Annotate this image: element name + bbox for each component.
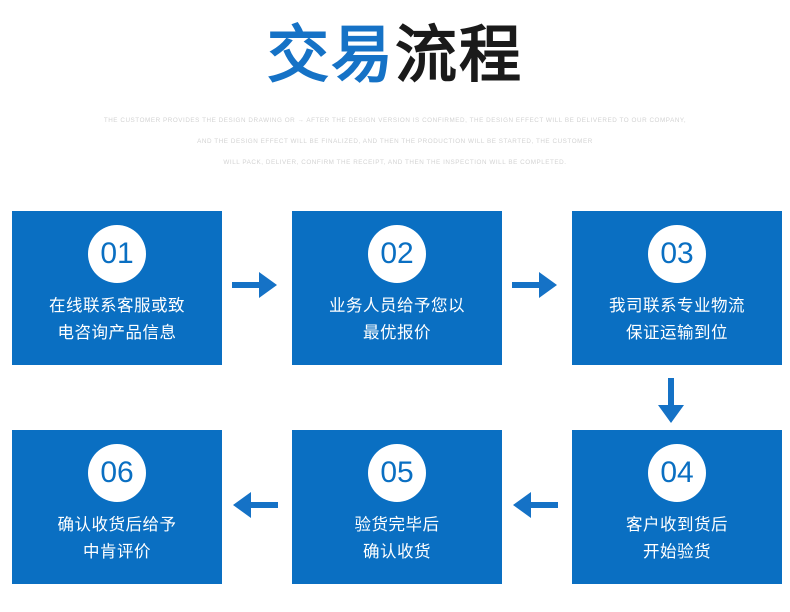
process-step-04: 04 客户收到货后 开始验货 [572,430,782,584]
process-step-05: 05 验货完毕后 确认收货 [292,430,502,584]
step-description-04-line-1: 客户收到货后 [626,516,728,534]
page-title-highlight: 交易 [266,21,395,90]
arrow-down-icon-step3-to-step4 [654,378,688,429]
step-description-01: 在线联系客服或致 电咨询产品信息 [49,293,185,347]
step-description-01-line-1: 在线联系客服或致 [49,297,185,315]
step-description-05-line-2: 确认收货 [363,543,431,561]
step-description-05-line-1: 验货完毕后 [354,516,440,534]
step-number-badge-05: 05 [368,444,426,502]
step-number-badge-02: 02 [368,225,426,283]
step-description-05: 验货完毕后 确认收货 [355,512,440,566]
arrow-right-icon-step1-to-step2 [232,268,278,307]
subtitle-line-3: WILL PACK, DELIVER, CONFIRM THE RECEIPT,… [223,159,567,166]
step-description-02: 业务人员给予您以 最优报价 [329,293,465,347]
header: 交易流程 THE CUSTOMER PROVIDES THE DESIGN DR… [0,0,790,200]
process-step-01: 01 在线联系客服或致 电咨询产品信息 [12,211,222,365]
process-step-03: 03 我司联系专业物流 保证运输到位 [572,211,782,365]
subtitle-line-2: AND THE DESIGN EFFECT WILL BE FINALIZED,… [197,138,593,145]
process-step-06: 06 确认收货后给予 中肯评价 [12,430,222,584]
step-description-01-line-2: 电咨询产品信息 [57,324,177,342]
step-description-03-line-2: 保证运输到位 [626,324,728,342]
arrow-left-icon-step4-to-step5 [512,488,558,527]
arrow-left-icon-step5-to-step6 [232,488,278,527]
step-description-06-line-2: 中肯评价 [83,543,151,561]
step-description-02-line-1: 业务人员给予您以 [329,297,465,315]
step-description-02-line-2: 最优报价 [363,324,431,342]
step-number-badge-01: 01 [88,225,146,283]
step-description-04-line-2: 开始验货 [643,543,711,561]
page-title-rest: 流程 [395,21,524,90]
step-number-badge-04: 04 [648,444,706,502]
step-description-03: 我司联系专业物流 保证运输到位 [609,293,745,347]
step-description-03-line-1: 我司联系专业物流 [609,297,745,315]
step-description-04: 客户收到货后 开始验货 [626,512,728,566]
process-step-02: 02 业务人员给予您以 最优报价 [292,211,502,365]
step-number-badge-06: 06 [88,444,146,502]
step-number-badge-03: 03 [648,225,706,283]
step-description-06-line-1: 确认收货后给予 [57,516,177,534]
step-description-06: 确认收货后给予 中肯评价 [58,512,177,566]
arrow-right-icon-step2-to-step3 [512,268,558,307]
page-title: 交易流程 [0,18,790,94]
subtitle-line-1: THE CUSTOMER PROVIDES THE DESIGN DRAWING… [103,117,687,124]
